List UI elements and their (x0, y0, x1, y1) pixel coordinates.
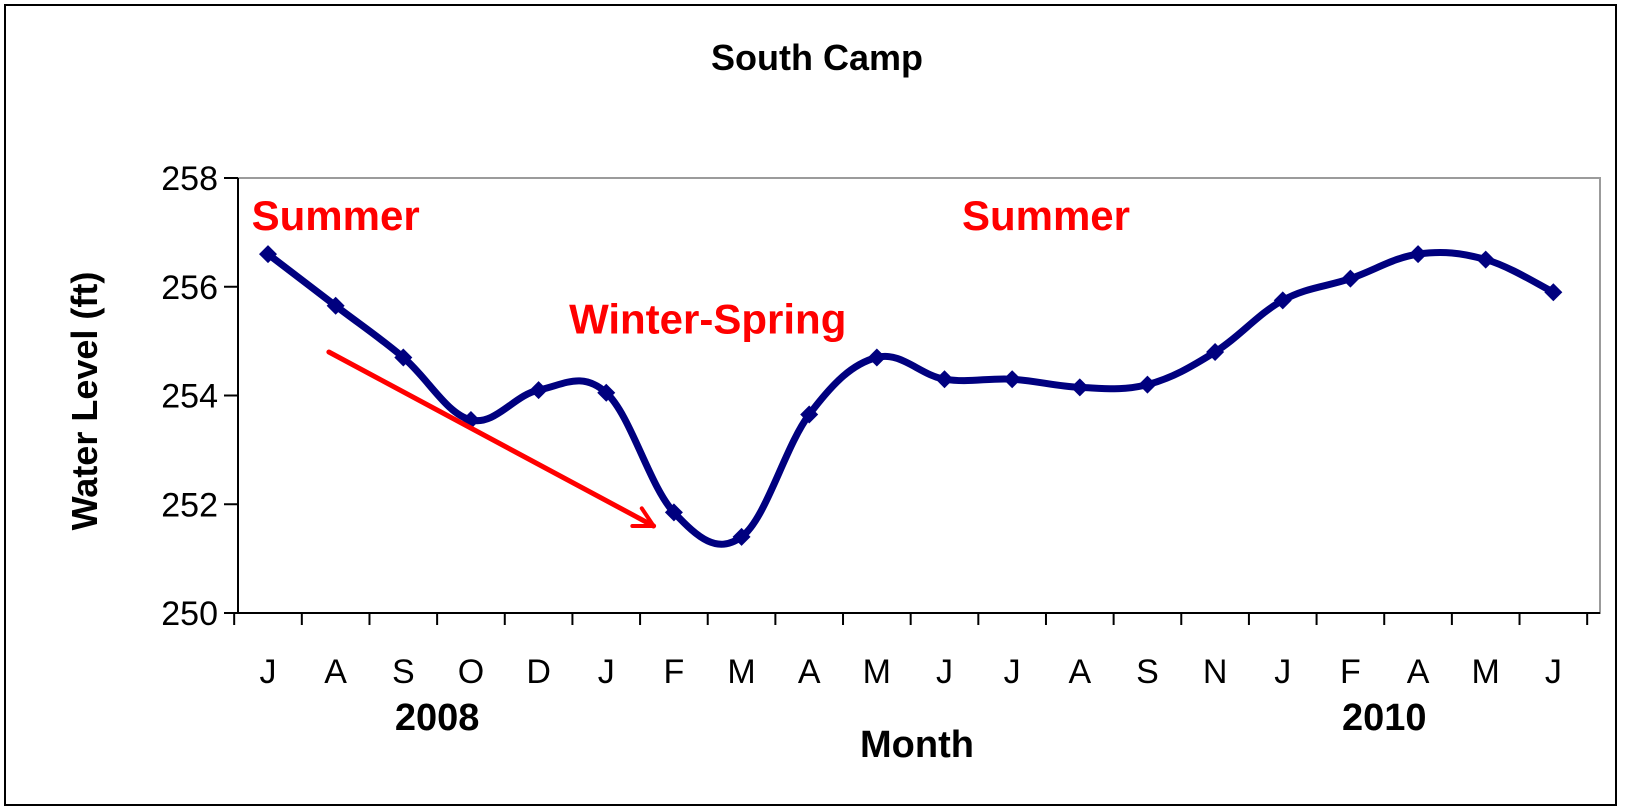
x-tick-label: S (1136, 653, 1159, 691)
y-axis-label: Water Level (ft) (64, 272, 105, 531)
y-tick-label: 254 (161, 378, 218, 416)
data-point-marker (732, 527, 751, 546)
data-point-marker (664, 503, 683, 522)
data-point-marker (1409, 245, 1428, 264)
y-tick-label: 250 (161, 595, 218, 633)
x-tick-label: D (526, 653, 551, 691)
data-point-marker (935, 370, 954, 389)
year-labels: 2008 2010 (395, 697, 1427, 739)
y-tick-label: 258 (161, 160, 218, 198)
data-point-marker (1476, 250, 1495, 269)
data-point-marker (259, 245, 277, 264)
data-point-marker (394, 348, 413, 367)
data-point-marker (1544, 283, 1563, 302)
data-point-marker (867, 348, 886, 367)
year-label: 2008 (395, 697, 480, 739)
x-tick-label: M (863, 653, 891, 691)
year-label: 2010 (1342, 697, 1427, 739)
x-tick-label: J (260, 653, 277, 691)
x-tick-label: A (324, 653, 347, 691)
x-tick-label: A (1068, 653, 1091, 691)
data-point-marker (1003, 370, 1022, 389)
x-tick-label: J (936, 653, 953, 691)
season-annotation: Summer (252, 192, 420, 239)
y-tick-label: 252 (161, 486, 218, 524)
x-tick-label: S (392, 653, 415, 691)
season-annotation: Summer (962, 192, 1130, 239)
x-tick-label: J (1545, 653, 1562, 691)
data-point-marker (800, 405, 819, 424)
chart-title: South Camp (711, 37, 923, 78)
x-tick-label: J (1004, 653, 1021, 691)
x-tick-label: F (664, 653, 685, 691)
y-tick-label: 256 (161, 269, 218, 307)
x-tick-label: A (798, 653, 821, 691)
season-annotation: Winter-Spring (569, 295, 846, 342)
x-tick-label: F (1340, 653, 1361, 691)
y-axis: 250 252 254 256 258 (161, 160, 239, 633)
x-tick-label: O (458, 653, 484, 691)
x-tick-label: J (598, 653, 615, 691)
x-tick-label: N (1203, 653, 1228, 691)
x-axis-label: Month (860, 724, 974, 766)
x-tick-label: M (1472, 653, 1500, 691)
x-tick-label: M (727, 653, 755, 691)
data-point-marker (1070, 378, 1089, 397)
data-point-marker (1341, 269, 1360, 288)
x-tick-label: A (1407, 653, 1430, 691)
data-point-marker (1273, 291, 1292, 310)
data-point-marker (1138, 375, 1157, 394)
series-layer (259, 245, 1563, 548)
data-point-marker (529, 381, 548, 400)
x-tick-label: J (1274, 653, 1291, 691)
data-point-marker (1206, 343, 1225, 361)
data-point-marker (597, 383, 616, 402)
data-point-marker (326, 296, 345, 315)
plot-area (237, 177, 1601, 614)
trend-arrow (326, 349, 657, 529)
